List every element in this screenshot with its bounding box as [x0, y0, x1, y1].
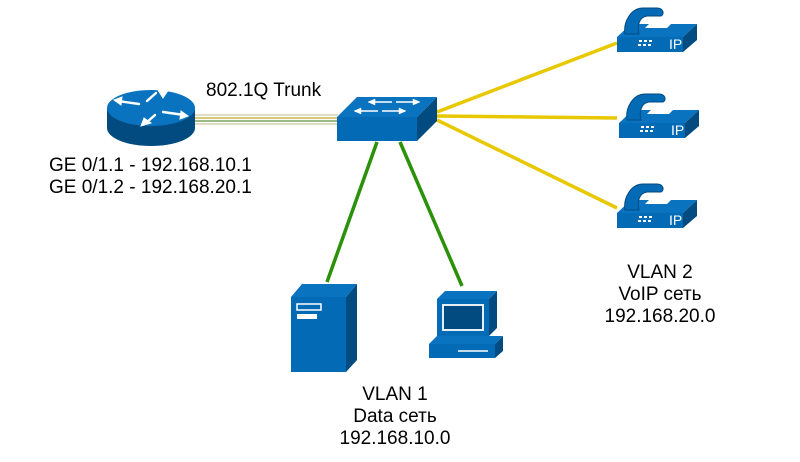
data-link-workstation — [398, 141, 464, 287]
switch-icon[interactable] — [337, 97, 437, 141]
ip-phone-2[interactable]: IP — [619, 93, 699, 138]
trunk-link — [195, 114, 338, 125]
ip-phone-3[interactable]: IP — [617, 183, 697, 228]
phone-3-badge: IP — [669, 212, 682, 228]
voip-links — [436, 41, 618, 210]
phone-2-badge: IP — [671, 122, 684, 138]
router-interface-2: GE 0/1.2 - 192.168.20.1 — [49, 177, 252, 198]
vlan2-type: VoIP сеть — [618, 284, 702, 305]
router-interface-1: GE 0/1.1 - 192.168.10.1 — [49, 155, 252, 176]
data-link-server — [325, 141, 379, 283]
vlan1-network: 192.168.10.0 — [339, 428, 451, 449]
ip-phone-1[interactable]: IP — [617, 7, 697, 52]
router-interfaces: GE 0/1.1 - 192.168.10.1 GE 0/1.2 - 192.1… — [49, 155, 252, 199]
vlan2-name: VLAN 2 — [627, 262, 693, 283]
data-links — [325, 141, 464, 287]
vlan1-caption: VLAN 1 Data сеть 192.168.10.0 — [315, 384, 475, 450]
router-icon[interactable] — [107, 88, 195, 146]
voip-link-phone-1 — [436, 41, 618, 114]
vlan2-network: 192.168.20.0 — [604, 306, 716, 327]
voip-link-phone-3 — [436, 118, 618, 210]
phone-1-badge: IP — [669, 36, 682, 52]
server-icon[interactable] — [291, 284, 357, 372]
vlan1-name: VLAN 1 — [362, 384, 428, 405]
vlan2-caption: VLAN 2 VoIP сеть 192.168.20.0 — [580, 262, 740, 328]
trunk-label: 802.1Q Trunk — [206, 80, 322, 101]
workstation-icon[interactable] — [429, 291, 503, 358]
vlan1-type: Data сеть — [353, 406, 437, 427]
voip-link-phone-2 — [436, 114, 618, 120]
